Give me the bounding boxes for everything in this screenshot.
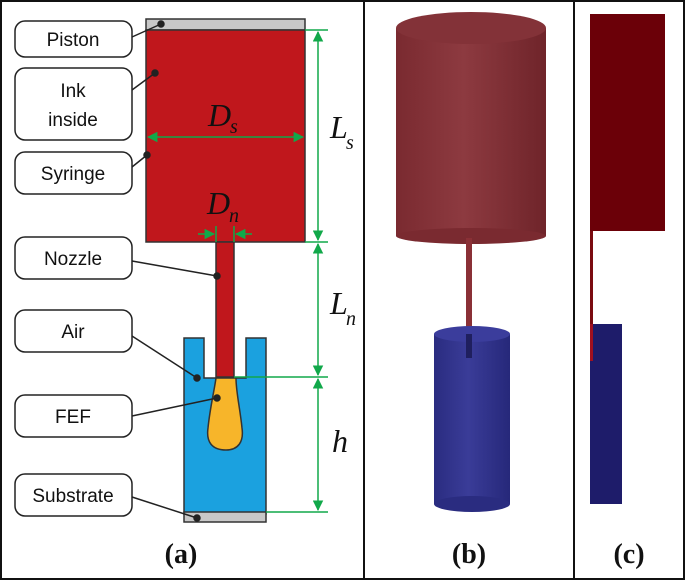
dim-label-ds: D s bbox=[207, 97, 238, 138]
slice-nozzle bbox=[590, 231, 593, 361]
render-substrate-bottom bbox=[434, 496, 510, 512]
substrate-plate bbox=[183, 511, 267, 523]
dim-dn-sub: n bbox=[229, 205, 239, 227]
label-nozzle: Nozzle bbox=[14, 236, 133, 280]
label-syringe-text: Syringe bbox=[41, 164, 105, 185]
label-nozzle-text: Nozzle bbox=[44, 249, 102, 270]
nozzle-tube bbox=[215, 241, 235, 378]
label-ink-inside: Ink inside bbox=[14, 67, 133, 141]
dim-ds-sub: s bbox=[230, 116, 238, 138]
render-nozzle bbox=[466, 238, 472, 350]
dim-label-ls: L s bbox=[329, 109, 354, 154]
label-piston-text: Piston bbox=[47, 30, 100, 51]
leader-lines bbox=[131, 20, 221, 522]
dim-ls-main: L bbox=[329, 109, 348, 145]
render-syringe-top bbox=[396, 12, 546, 44]
label-substrate: Substrate bbox=[14, 473, 133, 517]
panel-b-render: (b) bbox=[396, 12, 546, 570]
dim-ls-sub: s bbox=[346, 132, 354, 154]
panel-a-schematic: Piston Ink inside Syringe Nozzle Air FEF… bbox=[14, 18, 356, 570]
dimension-lines bbox=[146, 29, 328, 513]
piston-bar bbox=[145, 18, 306, 31]
dim-ds-main: D bbox=[207, 97, 231, 133]
label-syringe: Syringe bbox=[14, 151, 133, 195]
slice-syringe bbox=[590, 14, 665, 231]
dim-ln-main: L bbox=[329, 285, 348, 321]
slice-substrate bbox=[590, 324, 622, 504]
dim-label-ln: L n bbox=[329, 285, 356, 330]
slice-nozzle-inset bbox=[590, 324, 593, 361]
dim-label-h: h bbox=[332, 423, 348, 459]
render-syringe-cylinder bbox=[396, 28, 546, 236]
label-air: Air bbox=[14, 309, 133, 353]
dim-label-dn: D n bbox=[206, 185, 239, 227]
label-fef-text: FEF bbox=[55, 407, 91, 428]
label-air-text: Air bbox=[61, 322, 85, 343]
panel-label-b: (b) bbox=[452, 539, 486, 570]
label-substrate-text: Substrate bbox=[32, 486, 113, 507]
label-piston: Piston bbox=[14, 20, 133, 58]
label-ink-line1: Ink bbox=[60, 81, 86, 102]
render-syringe-bottom bbox=[396, 228, 546, 244]
render-nozzle-inset bbox=[466, 334, 472, 358]
dim-dn-main: D bbox=[206, 185, 230, 221]
render-substrate-cylinder bbox=[434, 334, 510, 504]
label-fef: FEF bbox=[14, 394, 133, 438]
label-ink-line2: inside bbox=[48, 110, 98, 131]
panel-label-a: (a) bbox=[165, 539, 198, 570]
dim-ln-sub: n bbox=[346, 308, 356, 330]
dim-h: h bbox=[332, 423, 348, 459]
panel-label-c: (c) bbox=[613, 539, 644, 570]
panel-c-slice: (c) bbox=[590, 14, 665, 570]
